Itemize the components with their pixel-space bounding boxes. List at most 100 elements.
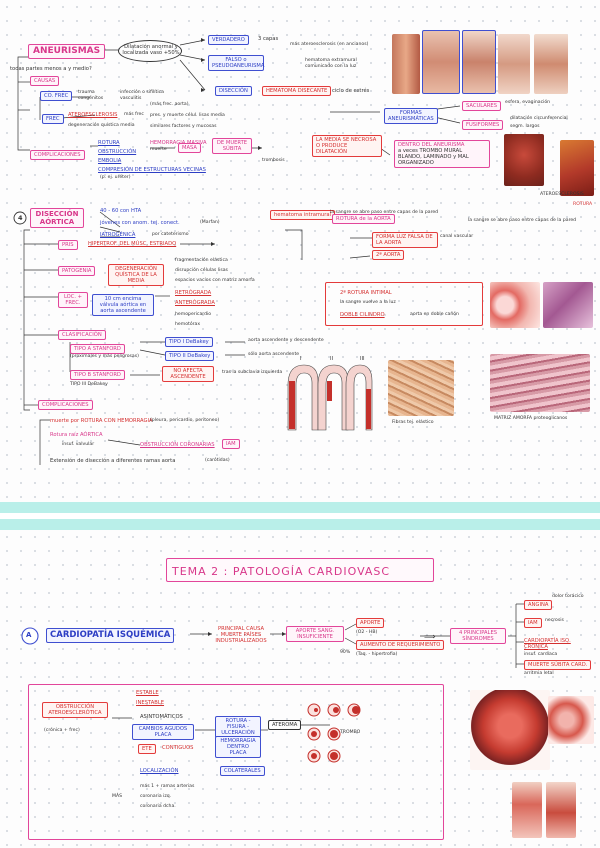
- fusiformes-note-2: segm. largos: [510, 124, 540, 130]
- aporte-note-2: (Taq. - hipertrofia): [356, 652, 397, 658]
- pris-label: PRIS: [58, 240, 78, 250]
- luz-falsa-label: FORMA LUZ FALSA DE LA AORTA: [372, 232, 438, 248]
- intro-bubble: Dilatación anormal y localizada vaso +50…: [122, 44, 180, 56]
- iatrogenica-label: IATROGÉNICA: [100, 232, 135, 238]
- comp-3-note: IAM: [222, 439, 240, 449]
- comp-2: Rotura raíz AÓRTICA: [50, 432, 103, 438]
- tipo-b-note: NO AFECTA ASCENDENTE: [162, 366, 214, 382]
- comp-4-note: (carótidas): [205, 458, 230, 464]
- obstruccion-item: OBSTRUCCIÓN: [98, 149, 136, 155]
- hemorragia-placa: HEMORRAGIA DENTRO PLACA: [215, 736, 261, 758]
- aporte-arrow-1: APORTE: [356, 618, 384, 628]
- aporte-percentage: 90%: [340, 650, 350, 656]
- fusiformes-note: dilatación circunferencial: [510, 116, 568, 122]
- formas-label: FORMAS ANEURISMÁTICAS: [384, 108, 438, 124]
- clasificacion-label: CLASIFICACIÓN: [58, 330, 106, 340]
- page-divider-band-2: [0, 519, 600, 530]
- aporte-insuficiente: APORTE SANG. INSUFICIENTE: [286, 626, 344, 642]
- page-divider-band-1: [0, 502, 600, 513]
- verdadero-label: VERDADERO: [208, 35, 249, 45]
- diseccion-label: DISECCIÓN: [215, 86, 252, 96]
- aneurismas-title: ANEURISMAS: [28, 44, 105, 59]
- arrow-glyph: ⟹: [424, 634, 435, 640]
- formas-sub-text: ANEURISMÁTICAS: [388, 116, 434, 122]
- rotura-image-label: ROTURA: [573, 202, 592, 208]
- muerte-subita-label: MUERTE SÚBITA CARD.: [524, 660, 591, 670]
- tipo3-label: TIPO III DeBakey: [70, 382, 108, 388]
- aporte-arrow-2: AUMENTO DE REQUERIMIENTO: [356, 640, 444, 650]
- desgarros-label: DEGENERACIÓN QUÍSTICA DE LA MEDIA: [108, 264, 164, 286]
- hist2-label: MATRIZ AMORFA proteoglicanos: [494, 416, 567, 422]
- comp-4: Extensión de disección a diferentes rama…: [50, 458, 175, 464]
- diagram-label-iii: III: [360, 356, 365, 362]
- colaterales-note-2: coronaria izq.: [140, 794, 171, 800]
- aneurismas-subtitle: todas partes menos a y medio?: [10, 66, 92, 72]
- rotura-fisura: ROTURA - FISURA - ULCERACIÓN: [215, 716, 261, 738]
- patogenia-label: PATOGENIA: [58, 266, 95, 276]
- cambios-agudos: CAMBIOS AGUDOS PLACA: [132, 724, 194, 740]
- aorta-image-3: [462, 30, 496, 94]
- hemopericardio-note: hemopericardio: [175, 312, 211, 318]
- iam-note: necrosis: [545, 618, 564, 624]
- obstruccion-label: OBSTRUCCIÓN ATEROESCLERÓTICA: [42, 702, 108, 718]
- inestable-label: INESTABLE: [136, 700, 164, 706]
- doble-cilindro-note: aorta en doble cañón: [410, 312, 459, 318]
- marfan-note: (Marfan): [200, 220, 220, 226]
- necrosis-note: LA MEDIA SE NECROSA O PRODUCE DILATACIÓN: [312, 135, 382, 157]
- falso-note: hematoma extramural comunicado con la lu…: [305, 58, 385, 70]
- trombo-label: TROMBO: [340, 730, 360, 736]
- aorta-image-5: [534, 34, 568, 94]
- artery-longitudinal-image-1: [512, 782, 542, 838]
- hematoma-disecante: HEMATOMA DISECANTE: [262, 86, 331, 96]
- luz-note: 2ª AORTA: [372, 250, 404, 260]
- histology-matrix-image: [490, 354, 590, 412]
- embolia-item: EMBOLIA: [98, 158, 121, 164]
- causas-label: CAUSAS: [30, 76, 59, 86]
- comp-3: OBSTRUCCIÓN CORONARIAS: [140, 442, 215, 448]
- comp-1: muerte por ROTURA CON HEMORRAGIA: [50, 418, 153, 424]
- dissection-diagram-image: [490, 282, 540, 328]
- contiguos-label: CONTIGUOS: [162, 745, 193, 751]
- notes-page-1: ANEURISMAS todas partes menos a y medio?…: [0, 0, 600, 502]
- tipo2-label: TIPO II DeBakey: [165, 351, 214, 361]
- tipo-a-label: TIPO A STANFORD: [70, 344, 125, 354]
- aporte-note-1: (O2 - HB): [356, 630, 377, 636]
- tipo-a-note: (proximales y más peligrosas): [70, 354, 139, 360]
- masa-label: MASA: [178, 143, 201, 153]
- comp-2-note: insuf. valvular: [62, 442, 94, 448]
- isq-cronica-label: CARDIOPATÍA ISQ. CRÓNICA: [524, 638, 590, 650]
- localizacion-label: LOCALIZACIÓN: [140, 768, 179, 774]
- debakey-diagrams: [282, 355, 376, 437]
- dentro-note: a veces TROMBO MURAL BLANDO, LAMINADO y …: [398, 148, 486, 166]
- age-note: 40 - 60 con HTA: [100, 208, 141, 214]
- isq-note: insuf. cardíaca: [524, 652, 557, 658]
- loc-label: LOC. + FREC.: [58, 292, 88, 308]
- angina-label: ANGINA: [524, 600, 552, 610]
- rotura-aorta-label: ROTURA de la AORTA: [332, 214, 395, 224]
- anterograda-label: ANTERÓGRADA: [175, 300, 215, 306]
- compresion-item: COMPRESIÓN DE ESTRUCTURAS VECINAS: [98, 167, 206, 173]
- frec-list-3: similares factores y mucosas: [150, 124, 217, 130]
- frec-label: FREC: [42, 114, 64, 124]
- heart-image: [470, 690, 550, 770]
- trombosis-note: trombosis: [262, 158, 285, 164]
- comp-1-note: (pleura, pericardio, peritoneo): [150, 418, 219, 424]
- pat-note-2: disrupción células lisas: [175, 268, 228, 274]
- verdadero-note: 3 capas: [258, 36, 278, 42]
- rupture-specimen-image: [560, 140, 594, 196]
- tipo-b-right: tras la subclavia izquierda: [222, 370, 282, 376]
- muerte-note: arritmia letal: [524, 671, 554, 677]
- iatrogenica-note: por cateterismo: [152, 232, 189, 238]
- verdadero-note-2: más ateroesclerosis (en ancianos): [290, 42, 390, 48]
- tipo1-note: aorta ascendente y descendente: [248, 338, 324, 344]
- diagram-label-i: I: [300, 356, 302, 362]
- retrograda-label: RETRÓGRADA: [175, 290, 211, 296]
- angina-note: dolor torácico: [552, 594, 584, 600]
- tema-title: TEMA 2 : PATOLOGÍA CARDIOVASC: [172, 565, 390, 578]
- pat-note-1: fragmentación elástica: [175, 258, 228, 264]
- ateroesclerosis-image-label: ATEROESCLEROSIS: [540, 192, 584, 198]
- ateroesclerosis-note: más frec: [124, 112, 144, 118]
- histology-elastic-image: [388, 360, 454, 416]
- section-number: 4: [18, 215, 23, 221]
- jovenes-note: jóvenes con anom. tej. conect.: [100, 220, 180, 226]
